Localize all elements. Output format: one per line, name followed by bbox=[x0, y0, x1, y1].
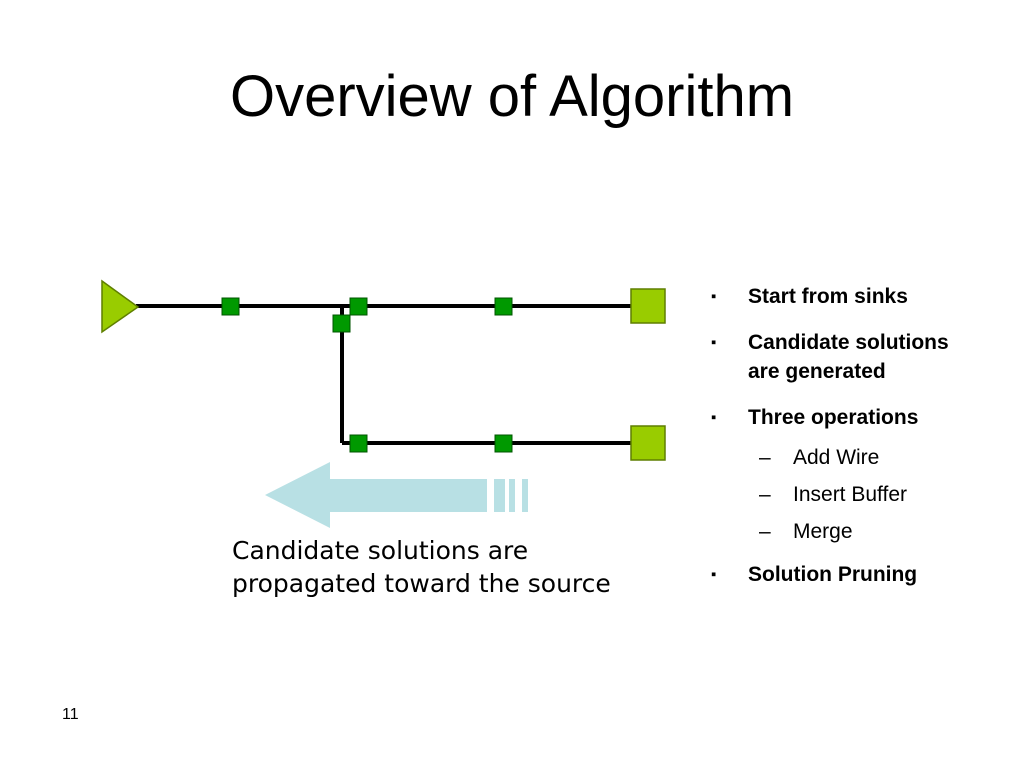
buffer-icon bbox=[349, 297, 368, 316]
sub-bullet-item: – Add Wire bbox=[711, 443, 1011, 472]
diagram-caption: Candidate solutions are propagated towar… bbox=[232, 534, 611, 600]
bullet-item: ▪ Three operations bbox=[711, 403, 1011, 432]
caption-line: Candidate solutions are bbox=[232, 536, 529, 565]
left-arrow-icon bbox=[265, 462, 528, 528]
square-bullet-icon: ▪ bbox=[711, 409, 717, 426]
square-bullet-icon: ▪ bbox=[711, 566, 717, 583]
dash-bullet-icon: – bbox=[759, 446, 771, 469]
buffer-icon bbox=[494, 297, 513, 316]
bullet-item: ▪ Solution Pruning bbox=[711, 560, 1011, 589]
dash-bullet-icon: – bbox=[759, 520, 771, 543]
slide-title: Overview of Algorithm bbox=[229, 64, 795, 129]
caption-line: propagated toward the source bbox=[232, 569, 611, 598]
source-triangle-icon bbox=[101, 279, 140, 334]
wires bbox=[136, 304, 632, 445]
buffers bbox=[221, 297, 513, 453]
bullet-item: ▪ Candidate solutions are generated bbox=[711, 328, 1011, 386]
buffer-icon bbox=[332, 314, 351, 333]
page-number: 11 bbox=[62, 706, 79, 723]
dash-bullet-icon: – bbox=[759, 483, 771, 506]
bullet-list: ▪ Start from sinks ▪ Candidate solutions… bbox=[711, 282, 1011, 606]
buffer-icon bbox=[349, 434, 368, 453]
buffer-icon bbox=[221, 297, 240, 316]
sub-bullet-item: – Insert Buffer bbox=[711, 480, 1011, 509]
sink-top-icon bbox=[630, 288, 666, 324]
bullet-item: ▪ Start from sinks bbox=[711, 282, 1011, 311]
sink-bottom-icon bbox=[630, 425, 666, 461]
sub-bullet-item: – Merge bbox=[711, 517, 1011, 546]
buffer-icon bbox=[494, 434, 513, 453]
square-bullet-icon: ▪ bbox=[711, 334, 717, 351]
square-bullet-icon: ▪ bbox=[711, 288, 717, 305]
